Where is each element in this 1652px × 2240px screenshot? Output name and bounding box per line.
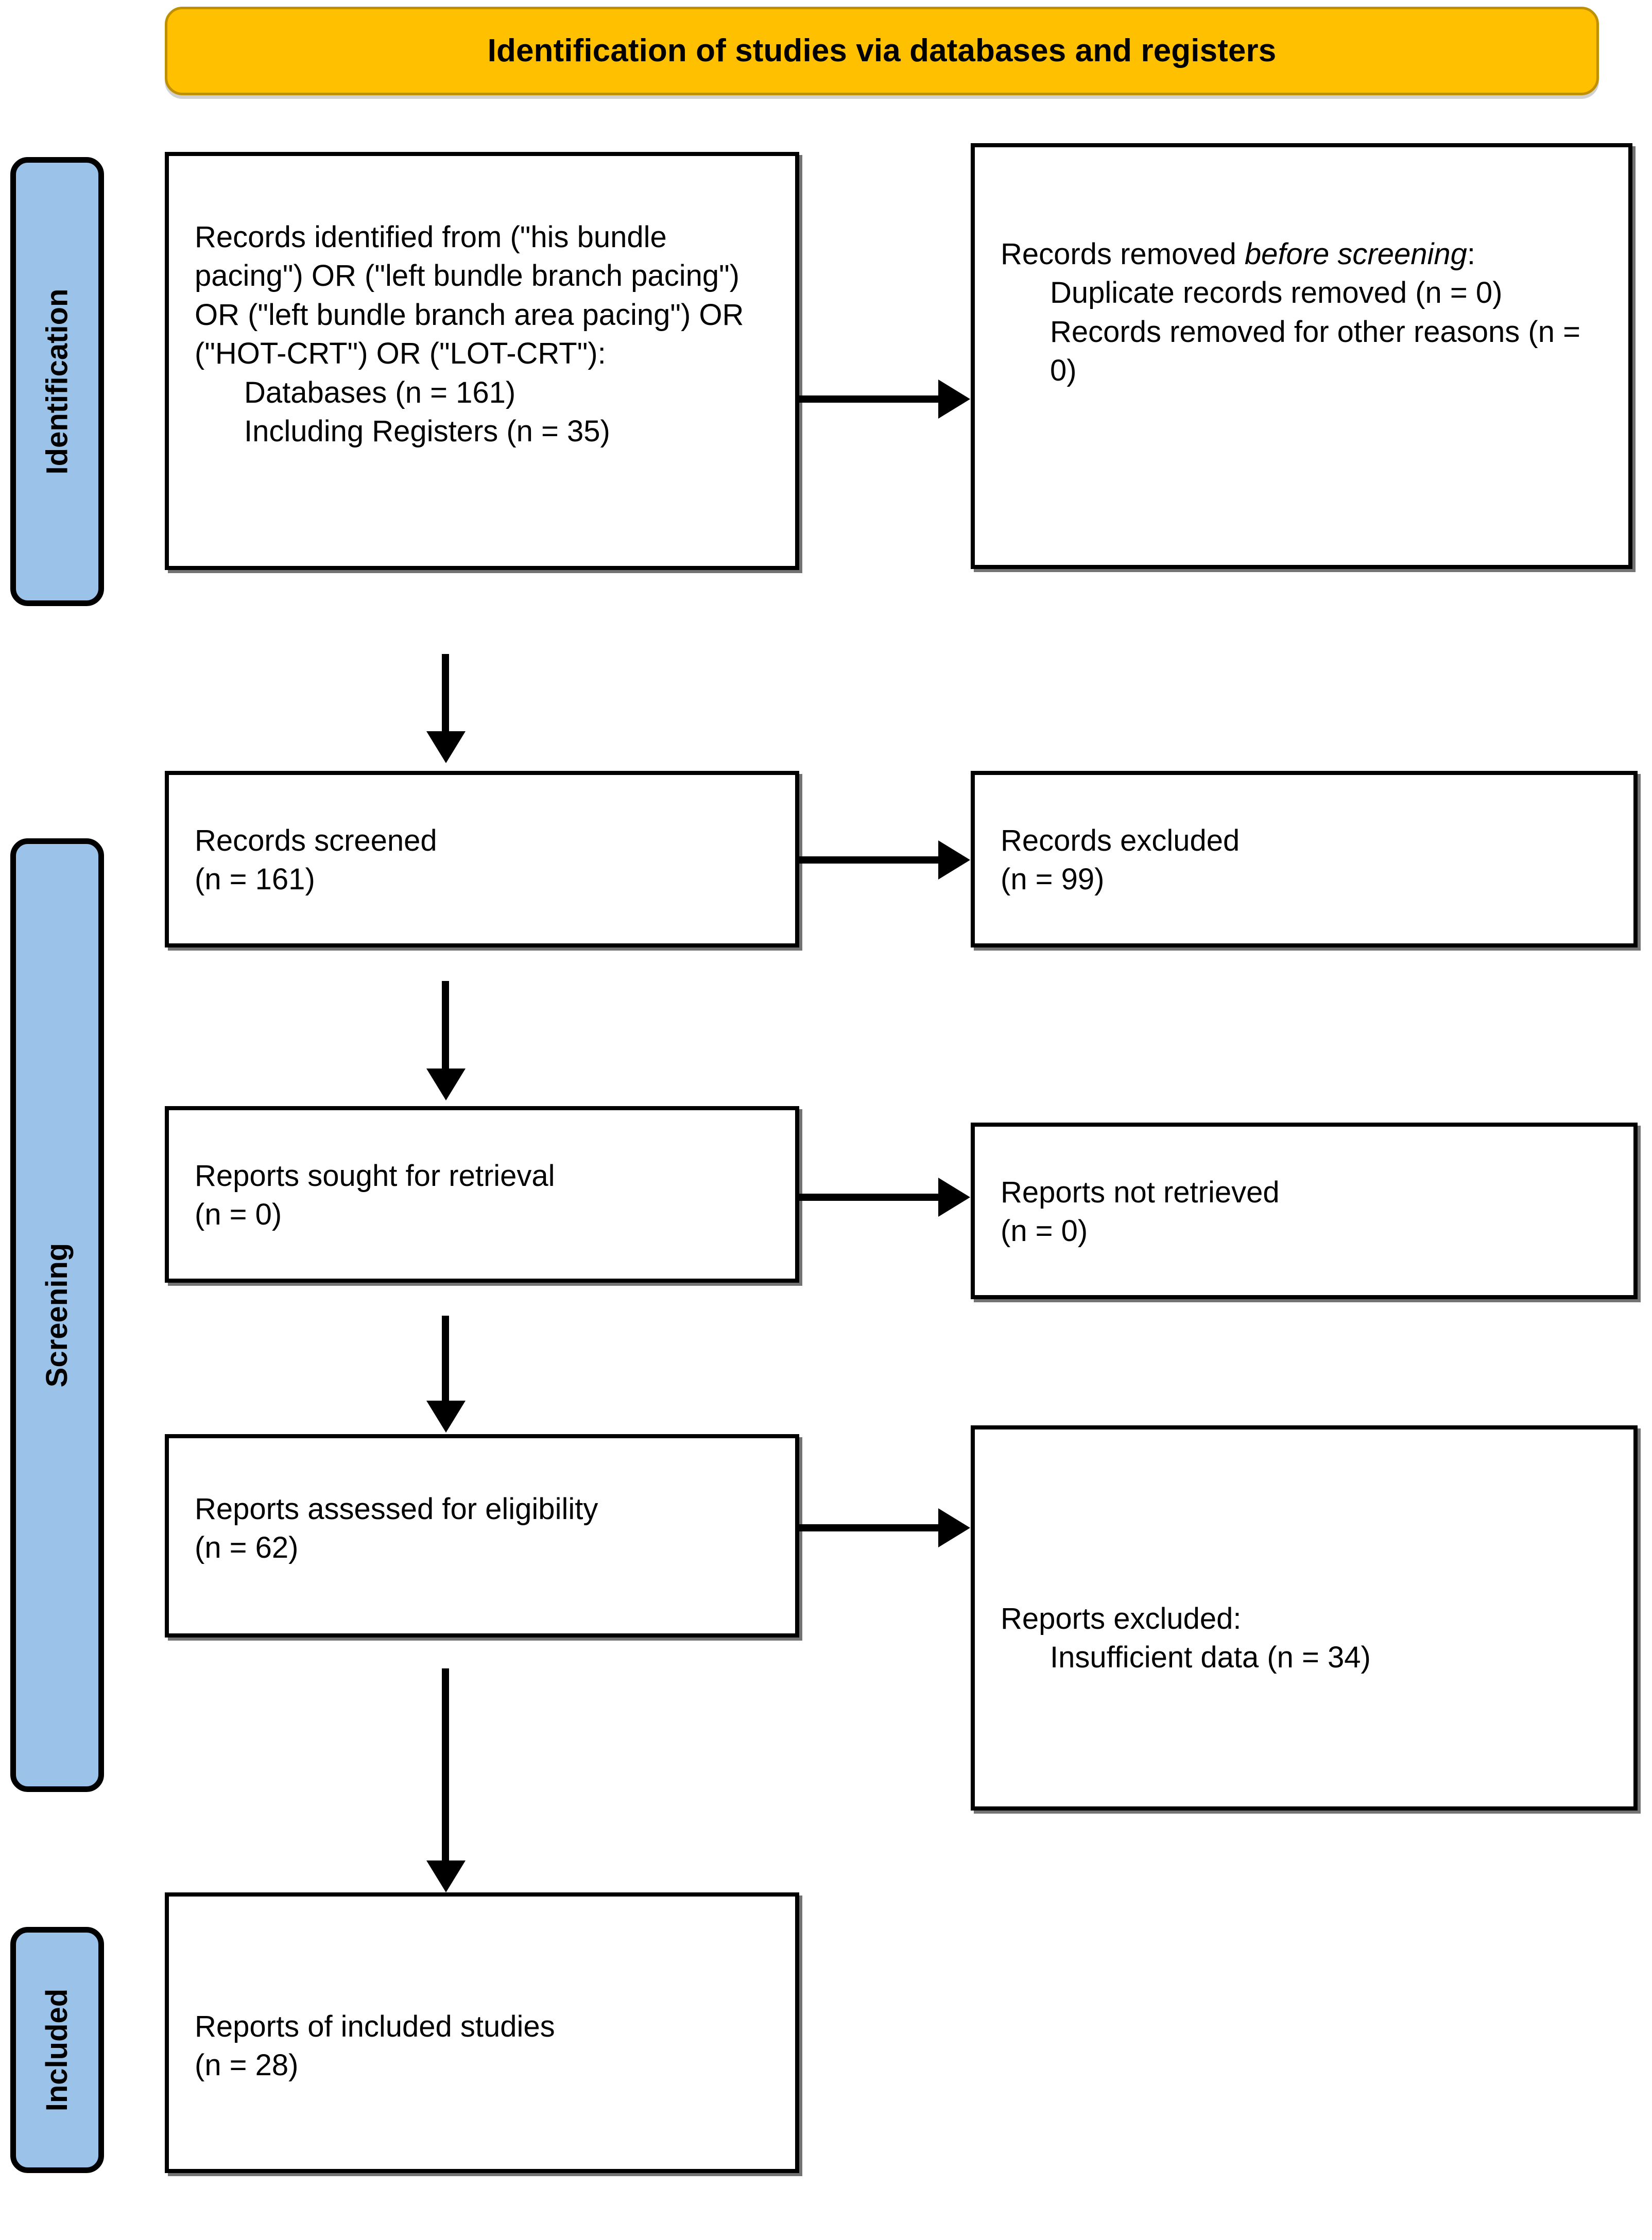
- arrow-identified-to-screened-head-icon: [426, 731, 466, 763]
- stage-rail-identification-label: Identification: [40, 288, 74, 475]
- box-records-removed-before-screening: Records removed before screening: Duplic…: [971, 143, 1632, 569]
- records-screened-label: Records screened: [195, 824, 437, 857]
- records-identified-databases: Databases (n = 161): [244, 375, 516, 409]
- arrow-screened-to-excluded-head-icon: [938, 840, 970, 880]
- stage-rail-screening: Screening: [10, 838, 104, 1792]
- reports-not-retrieved-count: (n = 0): [1001, 1214, 1088, 1248]
- arrow-sought-to-assessed-head-icon: [426, 1401, 466, 1433]
- arrow-sought-to-not-retrieved-head-icon: [938, 1178, 970, 1217]
- reports-included-count: (n = 28): [195, 2048, 299, 2082]
- arrow-screened-to-excluded-shaft: [799, 856, 939, 864]
- records-removed-lead: Records removed: [1001, 237, 1245, 271]
- arrow-identified-to-screened-shaft: [442, 654, 449, 734]
- arrow-assessed-to-included-head-icon: [426, 1860, 466, 1892]
- stage-rail-screening-label: Screening: [40, 1243, 74, 1388]
- stage-rail-identification: Identification: [10, 157, 104, 606]
- arrow-assessed-to-reports-excluded-head-icon: [938, 1508, 970, 1547]
- box-reports-excluded-text: Reports excluded: Insufficient data (n =…: [1001, 1599, 1616, 1677]
- reports-excluded-insufficient-data: Insufficient data (n = 34): [1050, 1641, 1371, 1675]
- reports-included-label: Reports of included studies: [195, 2010, 555, 2043]
- box-records-screened-text: Records screened (n = 161): [195, 821, 778, 899]
- box-reports-excluded: Reports excluded: Insufficient data (n =…: [971, 1425, 1638, 1811]
- records-removed-lead-italic: before screening: [1244, 237, 1467, 271]
- reports-excluded-label: Reports excluded:: [1001, 1602, 1242, 1635]
- reports-sought-count: (n = 0): [195, 1198, 282, 1232]
- arrow-screened-to-sought-head-icon: [426, 1069, 466, 1100]
- reports-not-retrieved-label: Reports not retrieved: [1001, 1176, 1280, 1209]
- box-reports-included-text: Reports of included studies (n = 28): [195, 2007, 778, 2085]
- stage-rail-included: Included: [10, 1927, 104, 2173]
- reports-sought-label: Reports sought for retrieval: [195, 1159, 555, 1193]
- arrow-assessed-to-included-shaft: [442, 1668, 449, 1863]
- box-reports-not-retrieved: Reports not retrieved (n = 0): [971, 1123, 1638, 1299]
- arrow-identified-to-removed-head-icon: [938, 380, 970, 419]
- records-excluded-count: (n = 99): [1001, 863, 1105, 897]
- box-records-identified: Records identified from ("his bundle pac…: [165, 152, 799, 570]
- reports-assessed-count: (n = 62): [195, 1531, 299, 1565]
- box-records-excluded: Records excluded (n = 99): [971, 771, 1638, 947]
- stage-rail-included-label: Included: [40, 1988, 74, 2112]
- box-reports-not-retrieved-text: Reports not retrieved (n = 0): [1001, 1173, 1616, 1251]
- records-removed-lead-tail: :: [1467, 237, 1476, 271]
- box-reports-assessed-text: Reports assessed for eligibility (n = 62…: [195, 1490, 778, 1567]
- arrow-sought-to-not-retrieved-shaft: [799, 1194, 939, 1201]
- box-reports-of-included-studies: Reports of included studies (n = 28): [165, 1892, 799, 2173]
- box-records-excluded-text: Records excluded (n = 99): [1001, 821, 1616, 899]
- arrow-screened-to-sought-shaft: [442, 981, 449, 1071]
- arrow-identified-to-removed-shaft: [799, 395, 939, 403]
- arrow-assessed-to-reports-excluded-shaft: [799, 1524, 939, 1531]
- records-identified-query: Records identified from ("his bundle pac…: [195, 220, 744, 371]
- arrow-sought-to-assessed-shaft: [442, 1316, 449, 1403]
- records-screened-count: (n = 161): [195, 863, 315, 897]
- diagram-header-banner: Identification of studies via databases …: [165, 7, 1599, 95]
- records-removed-duplicates: Duplicate records removed (n = 0): [1050, 276, 1503, 310]
- records-removed-other-reasons: Records removed for other reasons (n = 0…: [1050, 315, 1580, 388]
- records-excluded-label: Records excluded: [1001, 824, 1240, 857]
- box-records-identified-text: Records identified from ("his bundle pac…: [195, 218, 778, 451]
- box-reports-assessed-for-eligibility: Reports assessed for eligibility (n = 62…: [165, 1434, 799, 1638]
- diagram-title: Identification of studies via databases …: [487, 33, 1277, 68]
- reports-assessed-label: Reports assessed for eligibility: [195, 1492, 598, 1526]
- records-identified-registers: Including Registers (n = 35): [244, 414, 610, 448]
- box-reports-sought-text: Reports sought for retrieval (n = 0): [195, 1157, 778, 1234]
- box-reports-sought-for-retrieval: Reports sought for retrieval (n = 0): [165, 1106, 799, 1283]
- box-records-screened: Records screened (n = 161): [165, 771, 799, 947]
- box-records-removed-text: Records removed before screening: Duplic…: [1001, 235, 1611, 390]
